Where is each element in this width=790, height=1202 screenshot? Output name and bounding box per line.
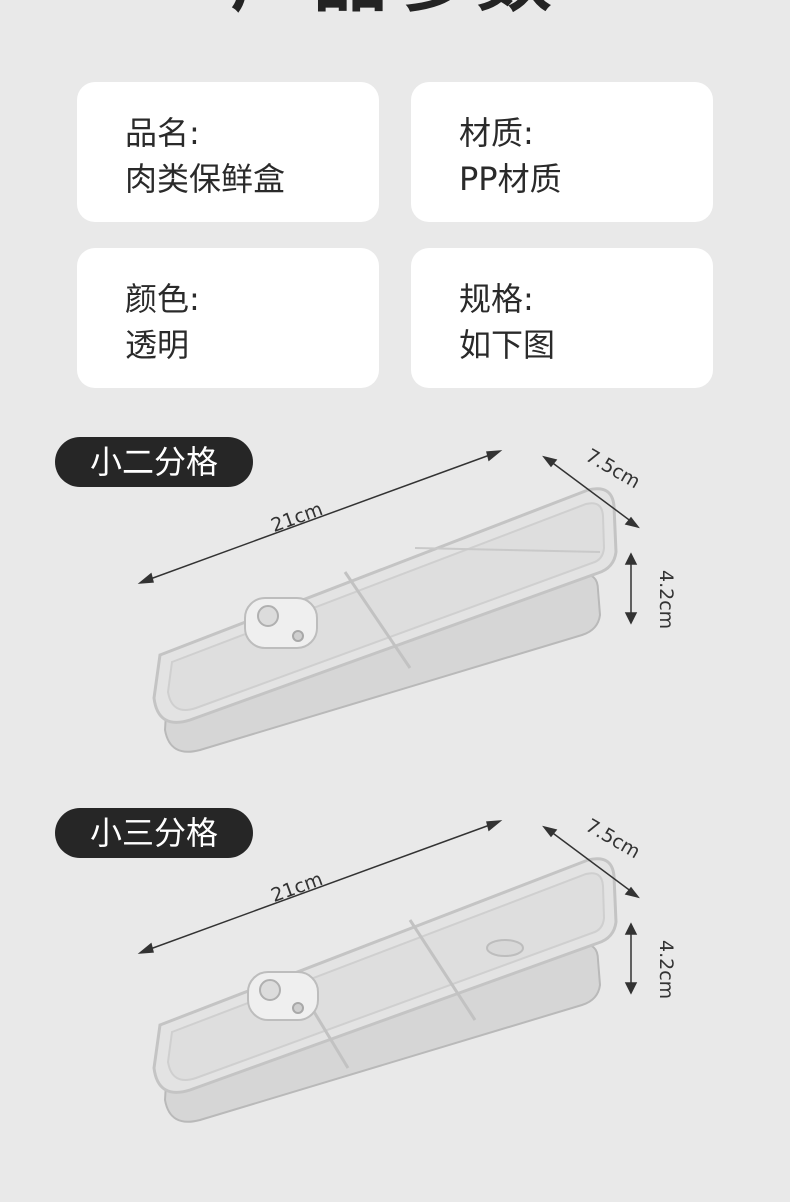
dimension-length: 21cm [268,868,325,907]
two-compartment-box-illustration: 21cm 7.5cm 4.2cm [137,445,677,753]
spec-key: 品名: [125,114,200,152]
dimension-height: 4.2cm [655,570,677,629]
dimension-height: 4.2cm [655,940,677,999]
dimension-width: 7.5cm [582,445,644,494]
product-label-three-compartment: 小三分格 [55,808,253,858]
page-title: 产品参数 [0,0,790,16]
three-compartment-box-illustration: 21cm 7.5cm 4.2cm [137,815,677,1123]
spec-card-color: 颜色: 透明 [77,248,379,388]
spec-card-material: 材质: PP材质 [411,82,713,222]
spec-key: 颜色: [125,280,200,318]
dimension-lines [137,820,640,995]
spec-value: PP材质 [459,160,562,198]
product-label-two-compartment: 小二分格 [55,437,253,487]
spec-value: 透明 [125,326,190,364]
dimension-lines [137,450,640,625]
spec-key: 材质: [459,114,534,152]
box-drawing [152,487,618,753]
spec-key: 规格: [459,280,534,318]
spec-card-size: 规格: 如下图 [411,248,713,388]
spec-value: 肉类保鲜盒 [125,160,286,198]
box-drawing [152,857,618,1123]
dimension-width: 7.5cm [582,815,644,864]
spec-value: 如下图 [459,326,556,364]
dimension-length: 21cm [268,498,325,537]
spec-card-name: 品名: 肉类保鲜盒 [77,82,379,222]
